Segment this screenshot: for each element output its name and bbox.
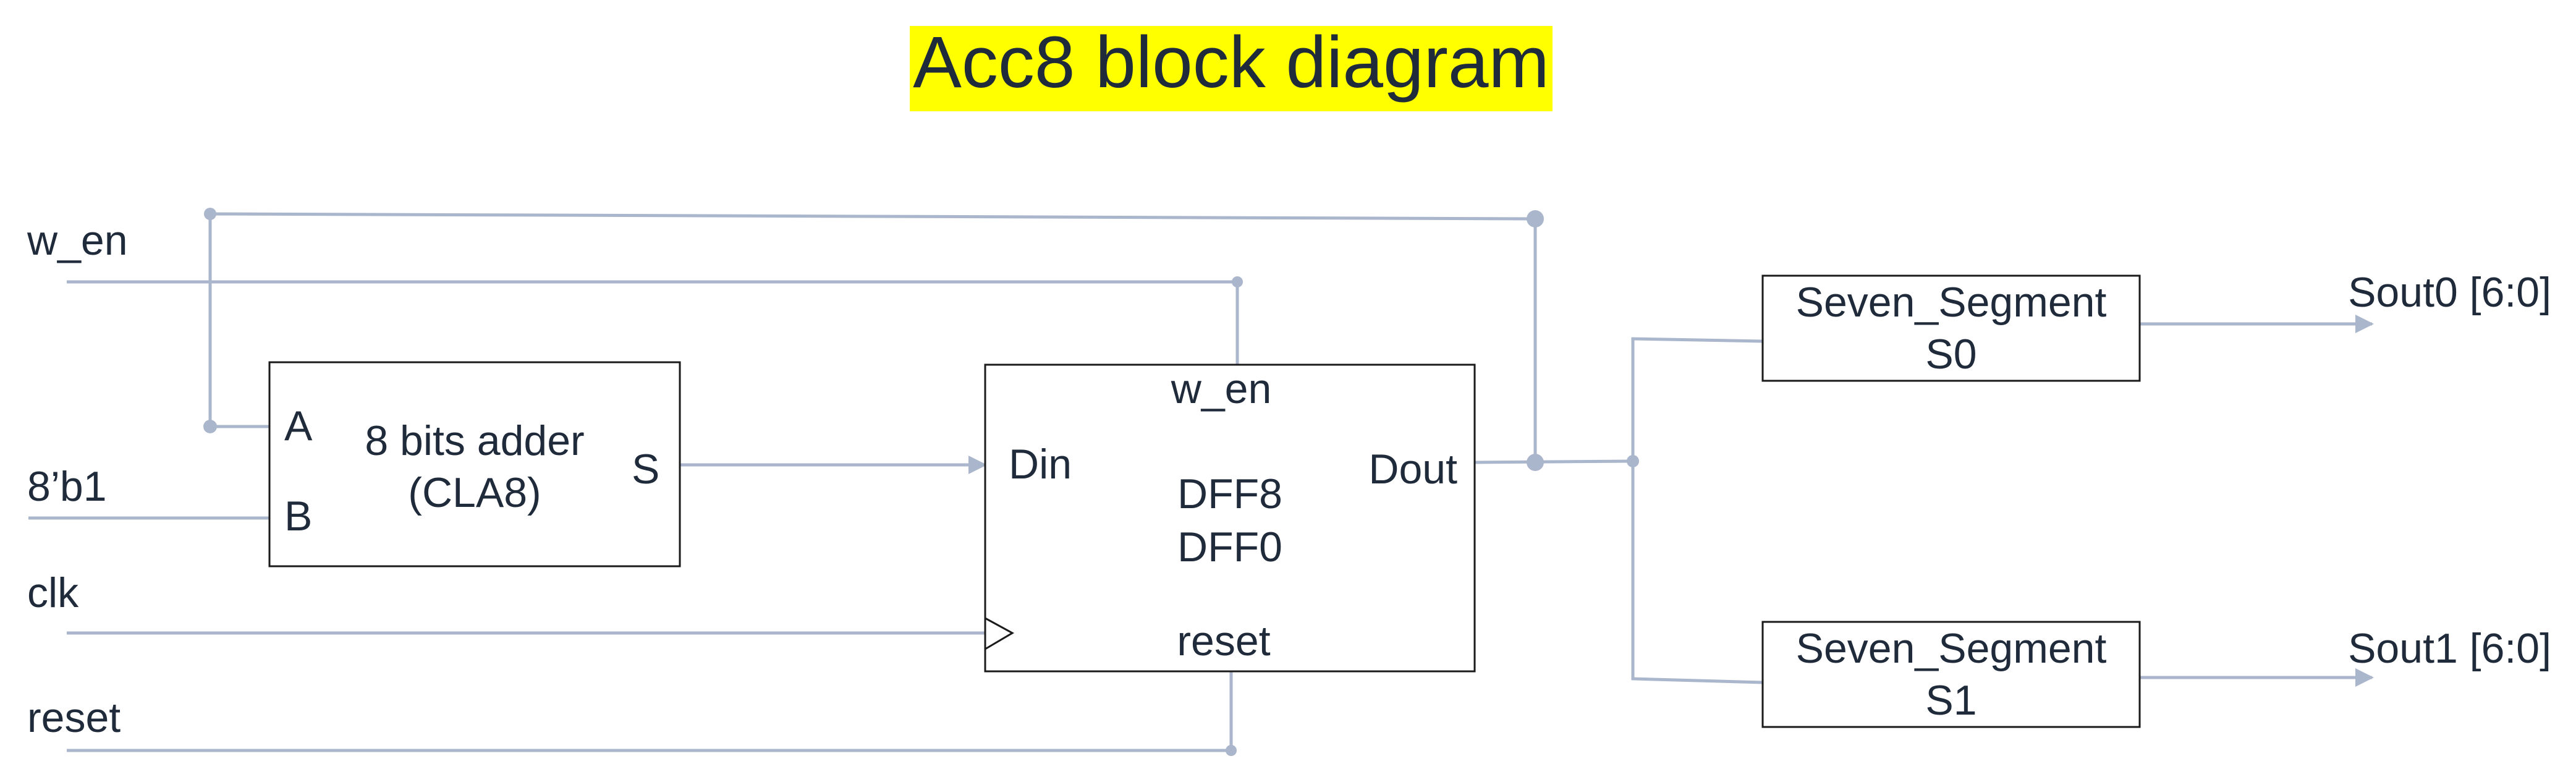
- adder-port-a: A: [284, 402, 313, 449]
- junction-dot: [204, 208, 216, 220]
- junction-dot: [203, 420, 217, 433]
- seg0-wire: [1631, 337, 1763, 684]
- input-label-reset: reset: [27, 694, 121, 741]
- adder-block: [268, 361, 681, 567]
- adder-port-s: S: [632, 446, 659, 493]
- title-highlight: [910, 26, 1553, 111]
- seven-segment-s1-block: [1761, 621, 2141, 728]
- reset-wire: [67, 671, 1233, 752]
- register-block: [984, 363, 1476, 673]
- adder-name-line2: (CLA8): [408, 469, 541, 516]
- junction-dot: [1226, 745, 1237, 756]
- adder-name-line1: 8 bits adder: [365, 417, 584, 464]
- output-label-sout0: Sout0 [6:0]: [2348, 269, 2551, 316]
- register-port-dout: Dout: [1368, 446, 1457, 493]
- register-name-line1: DFF8: [1177, 470, 1282, 517]
- seven-segment-s0-block: [1761, 274, 2141, 382]
- register-port-din: Din: [1009, 441, 1072, 488]
- output-label-sout1: Sout1 [6:0]: [2348, 625, 2551, 672]
- register-name-line2: DFF0: [1177, 524, 1282, 571]
- register-port-reset: reset: [1177, 618, 1270, 665]
- input-label-8b1: 8’b1: [27, 463, 107, 510]
- seven-segment-s0-line2: S0: [1925, 331, 1976, 378]
- junction-dot: [1527, 210, 1544, 227]
- w-en-wire: [67, 280, 1239, 365]
- junction-dot: [1527, 454, 1544, 471]
- register-port-w-en: w_en: [1171, 365, 1272, 412]
- diagram-title: Acc8 block diagram: [913, 22, 1549, 103]
- junction-dot: [1232, 276, 1243, 287]
- seven-segment-s1-line2: S1: [1925, 677, 1976, 724]
- dout-wire: [1474, 459, 1633, 464]
- input-label-w-en: w_en: [27, 217, 128, 264]
- seven-segment-s1-line1: Seven_Segment: [1796, 625, 2107, 672]
- input-label-clk: clk: [27, 569, 79, 616]
- junction-dot: [1627, 455, 1639, 467]
- seven-segment-s0-line1: Seven_Segment: [1796, 279, 2107, 326]
- adder-port-b: B: [284, 493, 312, 540]
- clock-triangle-icon: [985, 617, 1015, 650]
